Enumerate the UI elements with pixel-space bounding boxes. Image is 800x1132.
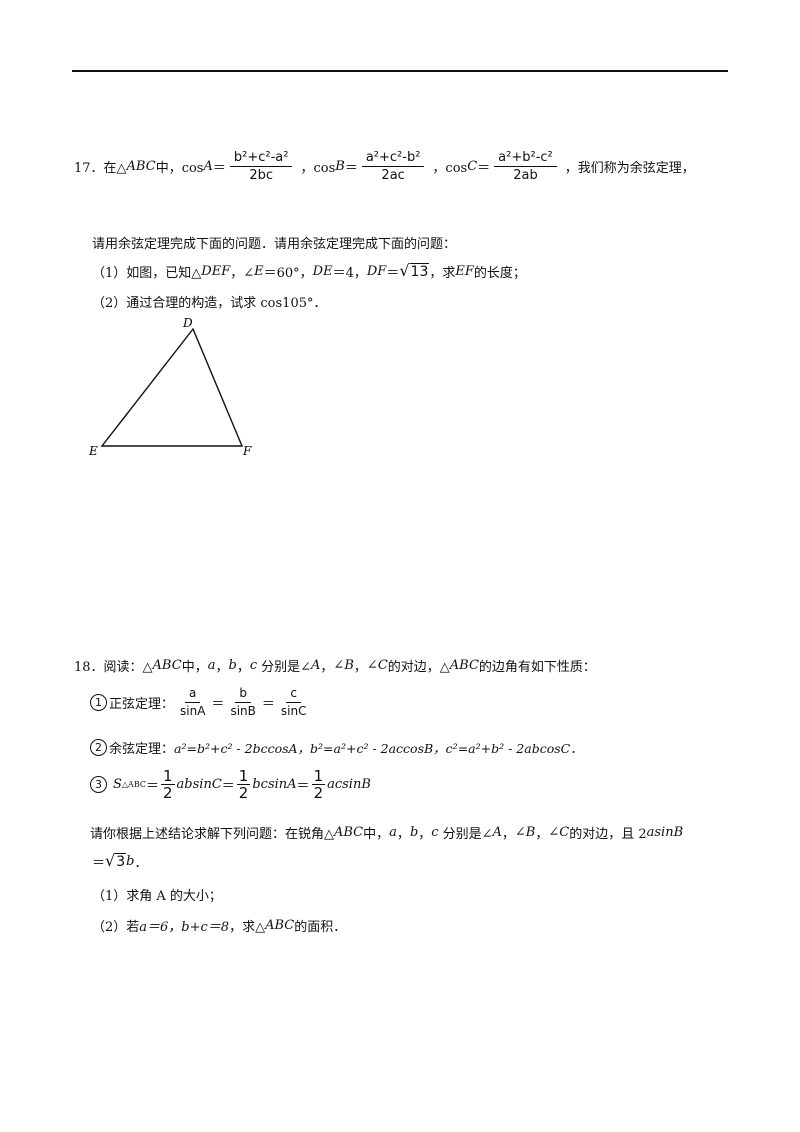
vertex-label-d: D	[182, 316, 193, 330]
q17-number: 17．	[74, 161, 104, 176]
q18-number: 18．	[74, 660, 104, 675]
cosA-fraction: b²+c²-a² 2bc	[229, 150, 293, 183]
vertex-label-f: F	[242, 444, 252, 458]
q17-line2: 请用余弦定理完成下面的问题．请用余弦定理完成下面的问题：	[92, 237, 457, 252]
circled-number-1: 1	[90, 694, 107, 711]
q18-ask-line2: ＝ √3 b．	[92, 851, 148, 872]
circled-number-2: 2	[90, 739, 107, 756]
sqrt-3: √3	[105, 851, 127, 870]
triangle-def-figure: D E F	[88, 316, 252, 458]
q18-part1: （1）求角 A 的大小；	[92, 889, 222, 904]
q17-part2: （2）通过合理的构造，试求 cos105°．	[92, 296, 327, 311]
cosB-fraction: a²+c²-b² 2ac	[361, 150, 425, 183]
circled-number-3: 3	[90, 776, 107, 793]
cosC-fraction: a²+b²-c² 2ab	[494, 150, 557, 183]
triangle-def	[100, 327, 244, 447]
sqrt-13: √13	[399, 261, 430, 280]
header-rule	[72, 70, 728, 72]
q18-item2: 2 余弦定理： a²=b²+c² - 2bccosA，b²=a²+c² - 2a…	[90, 738, 583, 757]
vertex-label-e: E	[88, 444, 98, 458]
